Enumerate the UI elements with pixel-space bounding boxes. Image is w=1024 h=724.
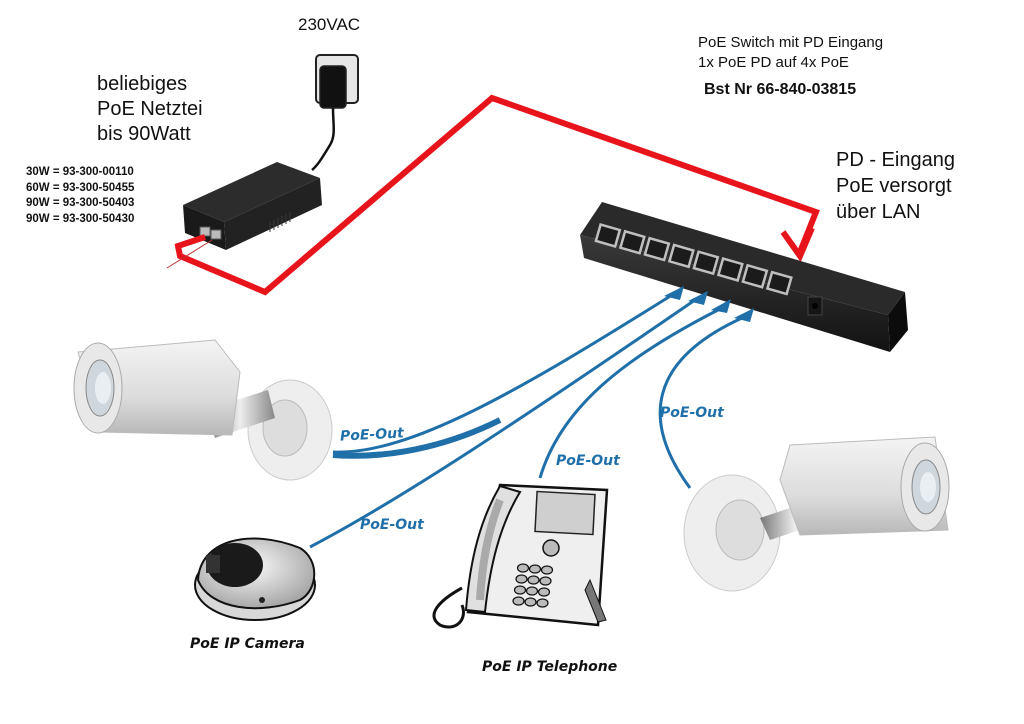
keypad-key (525, 586, 539, 596)
injector-line: beliebiges (97, 73, 188, 95)
ip-telephone-icon (432, 483, 609, 629)
pd-line: PoE versorgt (836, 175, 952, 197)
switch-line: 1x PoE PD auf 4x PoE (698, 54, 849, 71)
telephone-label: PoE IP Telephone (482, 659, 618, 675)
part-number: 90W = 93-300-50430 (26, 212, 135, 225)
keypad-key (539, 576, 552, 586)
power-adapter-icon (311, 54, 359, 171)
switch-port (667, 243, 695, 269)
dome-camera-label: PoE IP Camera (190, 636, 305, 652)
part-number: 90W = 93-300-50403 (26, 197, 135, 209)
switch-order-number: Bst Nr 66-840-03815 (704, 81, 857, 98)
switch-description: PoE Switch mit PD Eingang 1x PoE PD auf … (698, 33, 883, 73)
keypad-key (524, 597, 537, 607)
poe-out-label-dome: PoE-Out (360, 517, 424, 533)
switch-port (692, 250, 720, 276)
injector-line: bis 90Watt (97, 123, 191, 145)
mains-voltage-label: 230VAC (298, 15, 361, 34)
keypad-key (512, 596, 525, 606)
keypad-key (527, 575, 540, 585)
dome-camera-icon (194, 537, 316, 621)
keypad-key (513, 585, 527, 595)
switch-port (741, 263, 769, 289)
keypad-key (515, 574, 528, 584)
switch-port (618, 229, 646, 255)
poe-injector-icon (183, 162, 322, 250)
bullet-camera-right-icon (683, 436, 950, 592)
pd-line: über LAN (836, 201, 921, 223)
poe-power-link (166, 94, 820, 296)
switch-port (765, 270, 793, 296)
switch-port (716, 257, 744, 282)
switch-port (643, 236, 671, 262)
pd-input-description: PD - Eingang PoE versorgt über LAN (836, 147, 955, 225)
keypad-key (536, 598, 549, 608)
keypad-key (516, 563, 530, 573)
keypad-key (537, 587, 551, 597)
part-number: 60W = 93-300-50455 (26, 181, 135, 194)
part-number: 30W = 93-300-00110 (26, 166, 134, 178)
poe-out-label-bullet-right: PoE-Out (660, 405, 724, 421)
keypad-key (528, 564, 542, 574)
keypad-key (540, 565, 554, 575)
poe-switch-icon (580, 202, 908, 352)
injector-description: beliebiges PoE Netztei bis 90Watt (97, 72, 203, 147)
poe-out-label-bullet-left: PoE-Out (339, 425, 405, 445)
pd-line: PD - Eingang (836, 149, 955, 171)
switch-port (594, 223, 622, 248)
switch-line: PoE Switch mit PD Eingang (698, 34, 884, 51)
cable-plugs (664, 286, 754, 322)
poe-out-label-phone: PoE-Out (556, 453, 620, 469)
injector-part-numbers: 30W = 93-300-00110 60W = 93-300-50455 90… (26, 165, 134, 227)
poe-cables (309, 293, 743, 549)
bullet-camera-left-icon (73, 339, 333, 481)
injector-line: PoE Netztei (97, 98, 203, 120)
